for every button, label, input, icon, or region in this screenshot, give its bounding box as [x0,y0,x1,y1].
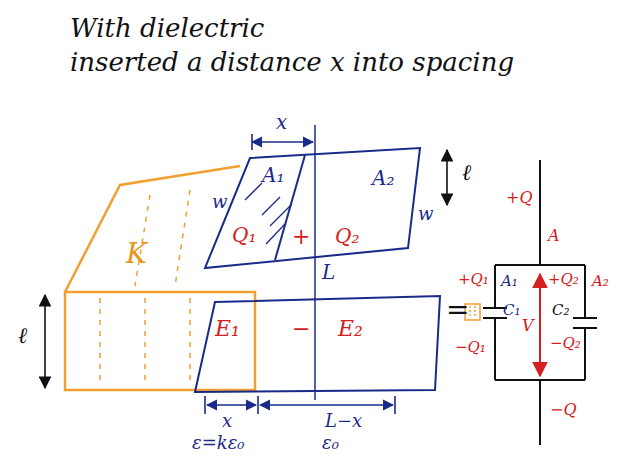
capacitor-label: C₁ [503,303,521,318]
dimension-label: w [418,205,433,223]
dielectric-label: K [126,240,147,268]
dimension-label: L [322,262,335,282]
equals-sign: = [446,296,469,324]
dimension-label: x [276,112,287,132]
permittivity-label: ε₀ [322,434,339,452]
capacitor-plates [195,148,440,392]
dimension-label: L−x [325,412,362,430]
terminal-label: A [548,228,560,244]
capacitor-label: C₂ [552,303,570,318]
dimension-label: ℓ [18,325,27,347]
permittivity-label: ε=kε₀ [192,434,245,452]
dimension-label: ℓ [462,162,471,184]
equivalent-circuit [483,160,597,445]
area-label: A₂ [372,168,394,188]
title-spacer [310,12,600,42]
charge-label: −Q₂ [550,336,581,351]
field-label: E₁ [215,318,240,340]
charge-label: +Q [506,190,533,206]
title-block: With dielectric inserted a distance x in… [70,12,600,80]
charge-label: −Q [550,402,577,418]
charge-label: Q₂ [335,226,359,246]
title: With dielectric inserted a distance x in… [70,13,514,77]
dimension-label: w [212,193,227,211]
sign-label: − [292,318,310,340]
divider-line [314,125,316,400]
area-label: A₂ [592,274,609,289]
field-label: E₂ [338,318,363,340]
voltage-label: V [522,318,534,334]
charge-label: +Q₂ [548,272,579,287]
charge-label: Q₁ [232,225,256,245]
area-label: A₁ [501,274,518,289]
dielectric-slab [65,166,255,390]
dimension-label: x [222,412,232,430]
charge-label: +Q₁ [458,272,489,287]
area-label: A₁ [262,165,284,185]
dimension-arrows [45,134,447,414]
charge-label: −Q₁ [455,340,486,355]
sign-label: + [292,226,310,248]
voltage-arrow [539,274,541,376]
